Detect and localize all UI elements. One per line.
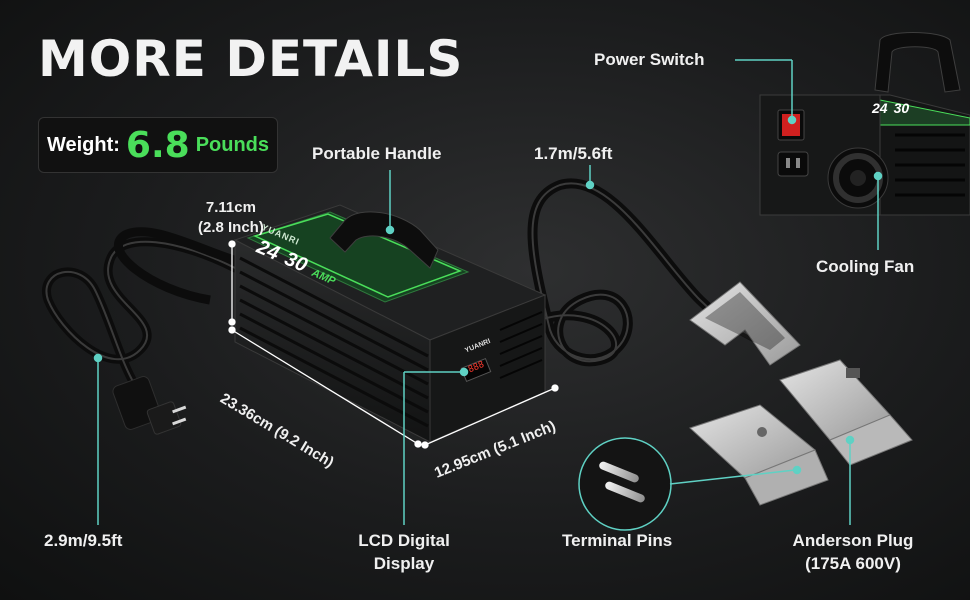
anderson-plug-loose xyxy=(689,404,829,506)
callout-power-switch: Power Switch xyxy=(594,50,705,69)
dimension-height: 7.11cm (2.8 Inch) xyxy=(198,198,264,237)
carry-handle xyxy=(329,211,439,269)
weight-unit: Pounds xyxy=(195,133,270,156)
weight-value: 6.8 xyxy=(125,124,190,166)
ac-plug xyxy=(112,376,187,435)
terminal-pins xyxy=(578,437,672,531)
callout-anderson-plug: Anderson Plug (175A 600V) xyxy=(778,530,928,576)
callout-dc-cable-length: 1.7m/5.6ft xyxy=(534,144,613,163)
callout-lines xyxy=(93,59,883,525)
callout-ac-cable-length: 2.9m/9.5ft xyxy=(44,531,123,550)
callout-portable-handle: Portable Handle xyxy=(312,144,442,163)
callout-cooling-fan: Cooling Fan xyxy=(816,257,915,276)
headline: MORE DETAILS xyxy=(38,30,464,88)
callout-terminal-pins: Terminal Pins xyxy=(562,531,673,550)
callout-anderson-line2: (175A 600V) xyxy=(805,553,901,573)
dimension-height-line2: (2.8 Inch) xyxy=(198,218,264,236)
dimension-lines xyxy=(228,240,559,449)
callout-anderson-line1: Anderson Plug xyxy=(792,531,914,550)
side-panel-current: 30 xyxy=(893,100,910,116)
weight-label: Weight: xyxy=(46,133,120,156)
callout-lcd-line2: Display xyxy=(373,553,435,573)
weight-badge: Weight: 6.8 Pounds xyxy=(38,117,278,173)
callout-lcd-display: LCD Digital Display xyxy=(344,530,464,576)
charger-side-view xyxy=(759,32,970,216)
side-panel-rating: 24 30 xyxy=(872,100,909,116)
dc-output-cable xyxy=(527,178,765,367)
side-panel-voltage: 24 xyxy=(872,100,888,116)
dimension-height-line1: 7.11cm xyxy=(205,199,256,216)
callout-lcd-line1: LCD Digital xyxy=(358,531,450,550)
ac-power-cord xyxy=(42,227,242,390)
charger-body xyxy=(233,204,547,443)
